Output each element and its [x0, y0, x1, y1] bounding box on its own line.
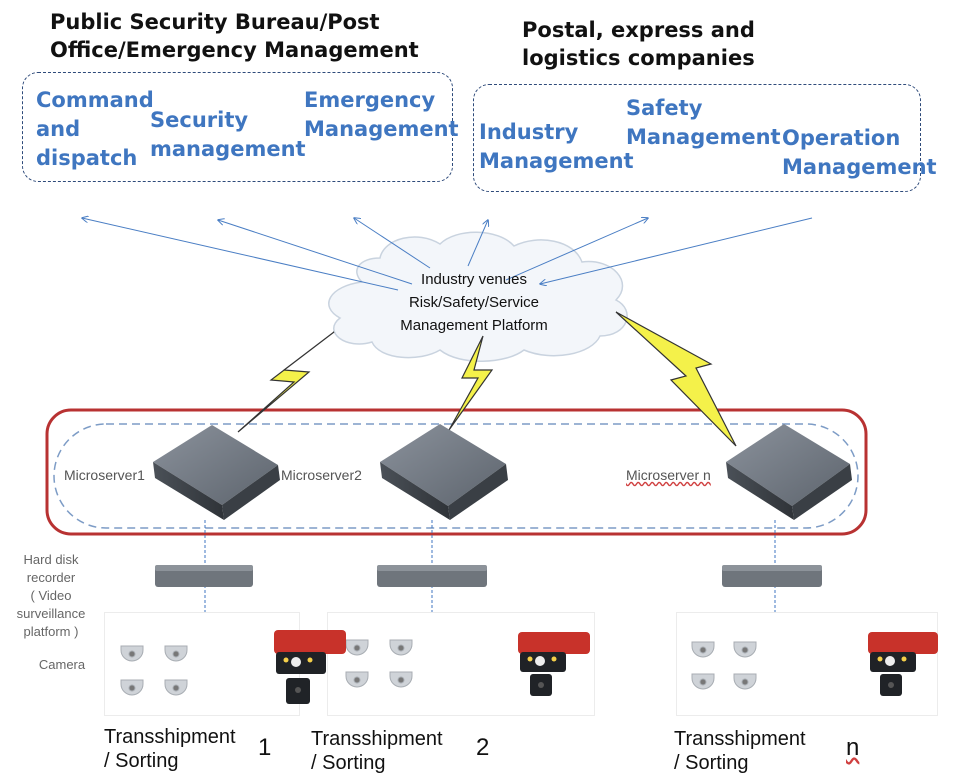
bullet-camera-icon: [518, 632, 590, 696]
microserver-label-2: Microserver2: [281, 467, 362, 483]
arrow-to-emergency: [354, 218, 431, 269]
edge-layer-frame: [45, 408, 868, 536]
site-zone-1: [104, 612, 300, 716]
recorder-icon: [722, 565, 822, 587]
microserver-icon: [726, 424, 852, 520]
dome-camera-icon: [164, 679, 188, 696]
dome-camera-icon: [164, 645, 188, 662]
microserver-label-n: Microserver n: [626, 467, 711, 483]
microserver-label-1: Microserver1: [64, 467, 145, 483]
arrow-to-command: [82, 218, 399, 291]
dome-camera-icon: [120, 645, 144, 662]
arrow-to-safety: [505, 218, 648, 281]
site-number-2: 2: [476, 734, 490, 761]
dome-camera-icon: [389, 671, 413, 688]
site-label-n: Transshipment / Sorting: [674, 728, 806, 774]
dome-camera-icon: [733, 641, 757, 658]
site-label-1: Transshipment / Sorting: [104, 726, 236, 772]
edge-layer-dashed-capsule: [53, 423, 859, 529]
site-number-1: 1: [258, 734, 272, 761]
dome-camera-icon: [733, 673, 757, 690]
dome-camera-icon: [345, 671, 369, 688]
platform-label: Industry venues Risk/Safety/Service Mana…: [400, 271, 548, 334]
left-function-group: [22, 72, 453, 182]
dome-camera-icon: [691, 673, 715, 690]
function-security-management: Security management: [150, 108, 306, 161]
microserver-icon: [153, 425, 280, 520]
function-industry-management: Industry Management: [479, 120, 634, 173]
connection-arrows: [82, 217, 813, 291]
left-group-header: Public Security Bureau/Post Office/Emerg…: [50, 10, 419, 62]
function-emergency-management: Emergency Management: [304, 88, 459, 141]
recorder-icon: [377, 565, 487, 587]
dome-camera-icon: [120, 679, 144, 696]
bullet-camera-icon: [274, 630, 346, 704]
site-label-2: Transshipment / Sorting: [311, 728, 443, 774]
site-number-n: n: [846, 734, 860, 761]
dome-camera-icon: [389, 639, 413, 656]
camera-side-label: Camera: [38, 657, 86, 672]
bullet-camera-icon: [868, 632, 938, 696]
function-operation-management: Operation Management: [782, 126, 937, 179]
dome-camera-icon: [691, 641, 715, 658]
function-safety-management: Safety Management: [626, 96, 781, 149]
arrow-to-industry: [467, 220, 488, 267]
microserver-icon: [380, 424, 508, 520]
arrow-from-operation: [540, 217, 813, 284]
arrow-to-security: [218, 220, 413, 285]
right-group-header: Postal, express and logistics companies: [522, 18, 755, 70]
dome-camera-icon: [345, 639, 369, 656]
recorder-side-label: Hard disk recorder ( Video surveillance …: [16, 552, 86, 639]
recorder-icon: [155, 565, 253, 587]
right-function-group: [473, 84, 921, 192]
function-command-dispatch: Command and dispatch: [36, 88, 154, 170]
